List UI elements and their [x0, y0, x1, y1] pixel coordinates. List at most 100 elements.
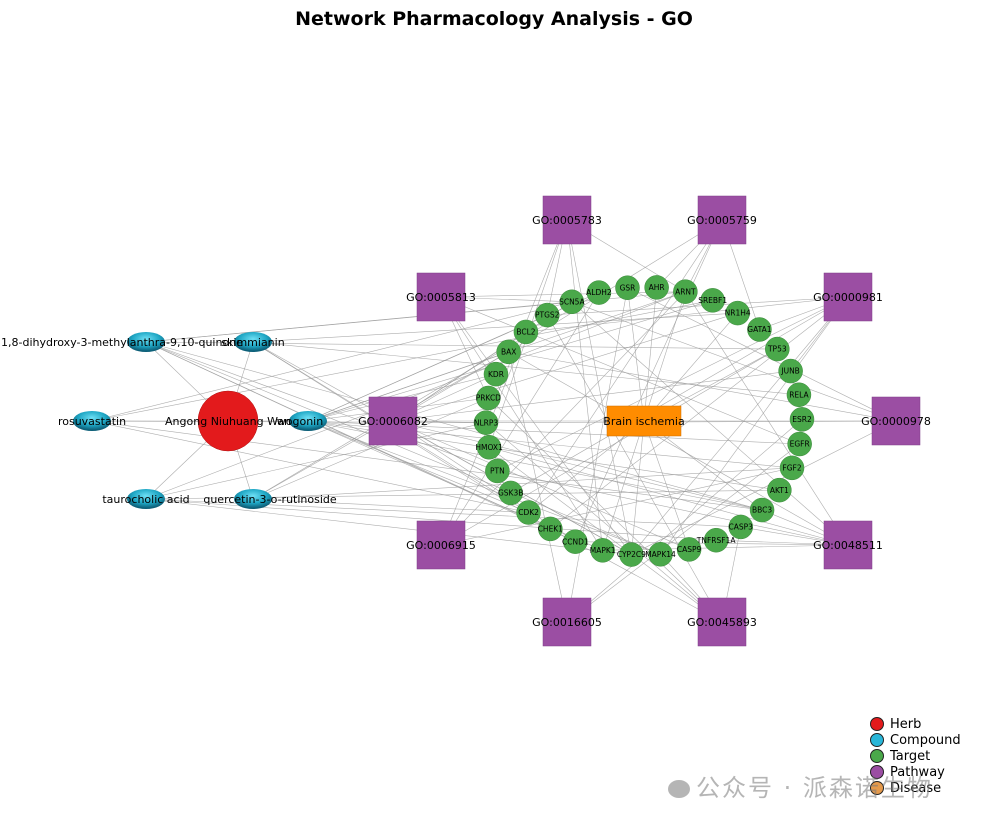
target-label: FGF2 [782, 463, 801, 472]
target-node-BBC3[interactable] [749, 497, 775, 523]
edge-target-pathway [631, 296, 849, 555]
edge-target-pathway [566, 219, 603, 551]
herb-label: Angong Niuhuang Wan [165, 415, 291, 428]
target-node-ALDH2[interactable] [586, 280, 612, 305]
target-node-AKT1[interactable] [767, 477, 792, 503]
target-node-EGFR[interactable] [787, 431, 812, 457]
target-node-CASP9[interactable] [676, 537, 702, 562]
edge-compound-target [252, 467, 793, 500]
edge-target-disease [643, 420, 690, 550]
edge-compound-target [252, 312, 738, 343]
target-label: CYP2C9 [617, 550, 646, 559]
target-node-TNFRSF1A[interactable] [703, 527, 729, 553]
pathway-node-p7[interactable] [416, 520, 466, 570]
edge-target-disease [643, 312, 738, 422]
edge-target-pathway [685, 291, 849, 546]
legend-label: Compound [890, 732, 961, 748]
target-node-SREBF1[interactable] [700, 288, 725, 313]
target-node-NR1H4[interactable] [725, 300, 750, 326]
target-node-PTN[interactable] [485, 458, 510, 484]
target-node-PTGS2[interactable] [534, 302, 560, 328]
target-label: SREBF1 [698, 296, 727, 305]
pathway-node-p8[interactable] [823, 520, 873, 570]
compound-node-c2[interactable] [234, 332, 272, 352]
target-node-CASP3[interactable] [728, 514, 754, 540]
target-label: CCND1 [562, 537, 589, 546]
nodes-layer [73, 195, 921, 647]
target-label: NR1H4 [725, 309, 751, 318]
target-node-BAX[interactable] [496, 339, 521, 365]
target-label: MAPK1 [590, 546, 616, 555]
compound-node-c3[interactable] [73, 411, 111, 431]
target-node-GSR[interactable] [615, 275, 640, 300]
target-node-KDR[interactable] [483, 361, 509, 387]
herb-node[interactable] [197, 390, 259, 452]
pathway-node-p5[interactable] [368, 396, 418, 446]
compound-label: rosuvastatin [58, 415, 126, 428]
target-node-CDK2[interactable] [516, 500, 541, 525]
edge-target-pathway [440, 291, 686, 546]
edge-target-pathway [550, 296, 849, 530]
compound-node-c4[interactable] [289, 411, 327, 431]
target-node-MAPK1[interactable] [590, 538, 615, 563]
disease-node[interactable] [606, 405, 682, 437]
target-node-BCL2[interactable] [513, 319, 539, 345]
edge-target-pathway [566, 419, 803, 623]
edge-target-pathway [392, 420, 690, 550]
target-node-CHEK1[interactable] [538, 516, 563, 542]
target-label: KDR [488, 370, 504, 379]
compound-node-c1[interactable] [127, 332, 165, 352]
target-node-ARNT[interactable] [673, 279, 698, 304]
compound-label: quercetin-3-o-rutinoside [203, 493, 337, 506]
edge-target-pathway [497, 470, 849, 546]
wechat-icon [668, 780, 690, 798]
edge-compound-target [252, 498, 529, 513]
target-label: JUNB [780, 367, 799, 376]
legend-swatch-icon [870, 717, 884, 731]
target-node-NLRP3[interactable] [473, 410, 499, 435]
pathway-node-p4[interactable] [823, 272, 873, 322]
pathway-label: GO:0006082 [358, 415, 428, 428]
target-node-TP53[interactable] [765, 336, 790, 362]
target-label: CHEK1 [538, 525, 564, 534]
target-node-RELA[interactable] [786, 382, 812, 408]
pathway-node-p2[interactable] [697, 195, 747, 245]
edge-target-pathway [627, 287, 897, 422]
target-node-ESR2[interactable] [789, 407, 815, 432]
target-node-GSK3B[interactable] [498, 480, 523, 506]
pathway-node-p9[interactable] [542, 597, 592, 647]
compound-node-c6[interactable] [234, 489, 272, 509]
edge-target-pathway [440, 292, 600, 546]
compound-label: wogonin [277, 415, 323, 428]
target-node-MAPK14[interactable] [648, 542, 673, 567]
pathway-node-p10[interactable] [697, 597, 747, 647]
target-node-FGF2[interactable] [779, 455, 805, 481]
target-node-PRKCD[interactable] [476, 385, 501, 411]
edge-target-pathway [660, 296, 849, 555]
pathway-node-p3[interactable] [416, 272, 466, 322]
target-node-CCND1[interactable] [563, 529, 588, 554]
target-node-HMOX1[interactable] [476, 434, 502, 460]
target-label: ALDH2 [586, 288, 612, 297]
pathway-node-p6[interactable] [871, 396, 921, 446]
pathway-node-p1[interactable] [542, 195, 592, 245]
edge-target-disease [602, 420, 645, 551]
edge-target-pathway [392, 312, 738, 422]
target-node-CYP2C9[interactable] [619, 542, 644, 567]
edge-target-pathway [497, 296, 849, 472]
target-label: CASP9 [677, 545, 702, 554]
target-label: TP53 [767, 345, 787, 354]
target-node-AHR[interactable] [644, 275, 669, 300]
edges-layer [91, 219, 897, 623]
compound-node-c5[interactable] [127, 489, 165, 509]
target-node-JUNB[interactable] [778, 358, 803, 384]
edge-compound-target [145, 341, 763, 511]
target-node-GATA1[interactable] [747, 317, 772, 342]
edge-target-pathway [488, 447, 723, 623]
target-node-SCN5A[interactable] [559, 289, 585, 315]
edge-compound-target [145, 422, 487, 500]
target-label: HMOX1 [475, 443, 503, 452]
watermark: 公众号 · 派森诺生物 [668, 768, 933, 803]
legend-item-herb: Herb [870, 716, 961, 732]
